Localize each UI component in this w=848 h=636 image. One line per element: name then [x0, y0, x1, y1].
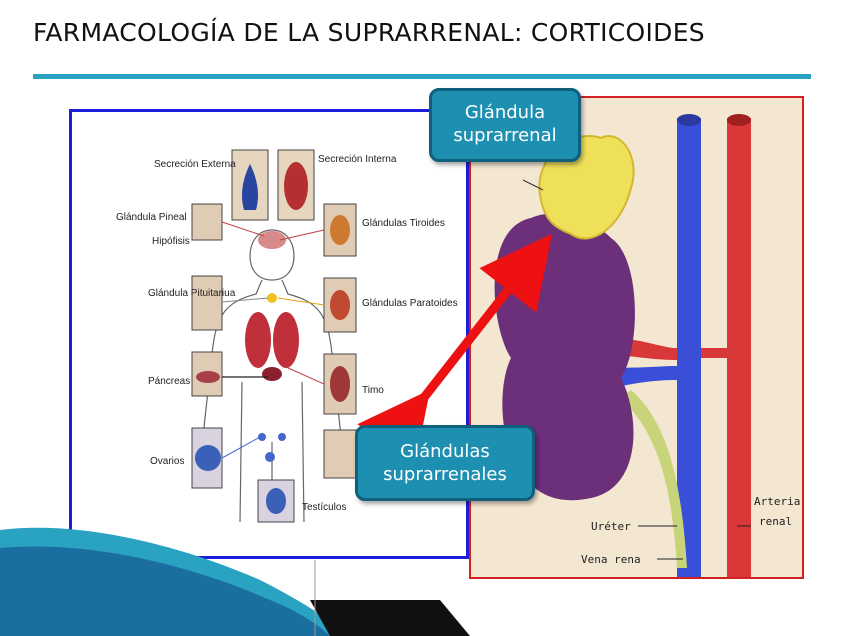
- label-renal: renal: [759, 515, 793, 528]
- callout-suprarrenales-line1: Glándulas: [400, 441, 490, 462]
- label-glandula: Glándula Pituitariua: [148, 288, 236, 299]
- label-secrecion-interna: Secreción Interna: [318, 154, 397, 165]
- label-ovarios: Ovarios: [150, 456, 185, 467]
- label-hipofisis: Hipófisis: [152, 236, 190, 247]
- label-arteria: Arteria: [754, 495, 801, 508]
- label-secrecion-externa: Secreción Externa: [154, 159, 236, 170]
- label-vena-renal: Vena rena: [581, 553, 641, 566]
- callout-suprarrenal-line2: suprarrenal: [453, 125, 557, 146]
- label-pancreas: Páncreas: [148, 376, 191, 387]
- slide-title: FARMACOLOGÍA DE LA SUPRARRENAL: CORTICOI…: [33, 18, 705, 47]
- endocrine-body-drawing: [191, 149, 357, 523]
- label-glandula-pineal: Glándula Pineal: [116, 212, 187, 223]
- callout-suprarrenales-line2: suprarrenales: [383, 464, 507, 485]
- callout-glandulas-suprarrenales: Glándulas suprarrenales: [355, 425, 535, 501]
- callout-glandula-suprarrenal: Glándula suprarrenal: [429, 88, 581, 162]
- label-testiculos: Testículos: [302, 502, 347, 513]
- label-tiroides: Glándulas Tiroides: [362, 218, 445, 229]
- callout-suprarrenal-line1: Glándula: [464, 102, 546, 123]
- title-underline: [33, 74, 811, 79]
- label-ureter: Uréter: [591, 520, 631, 533]
